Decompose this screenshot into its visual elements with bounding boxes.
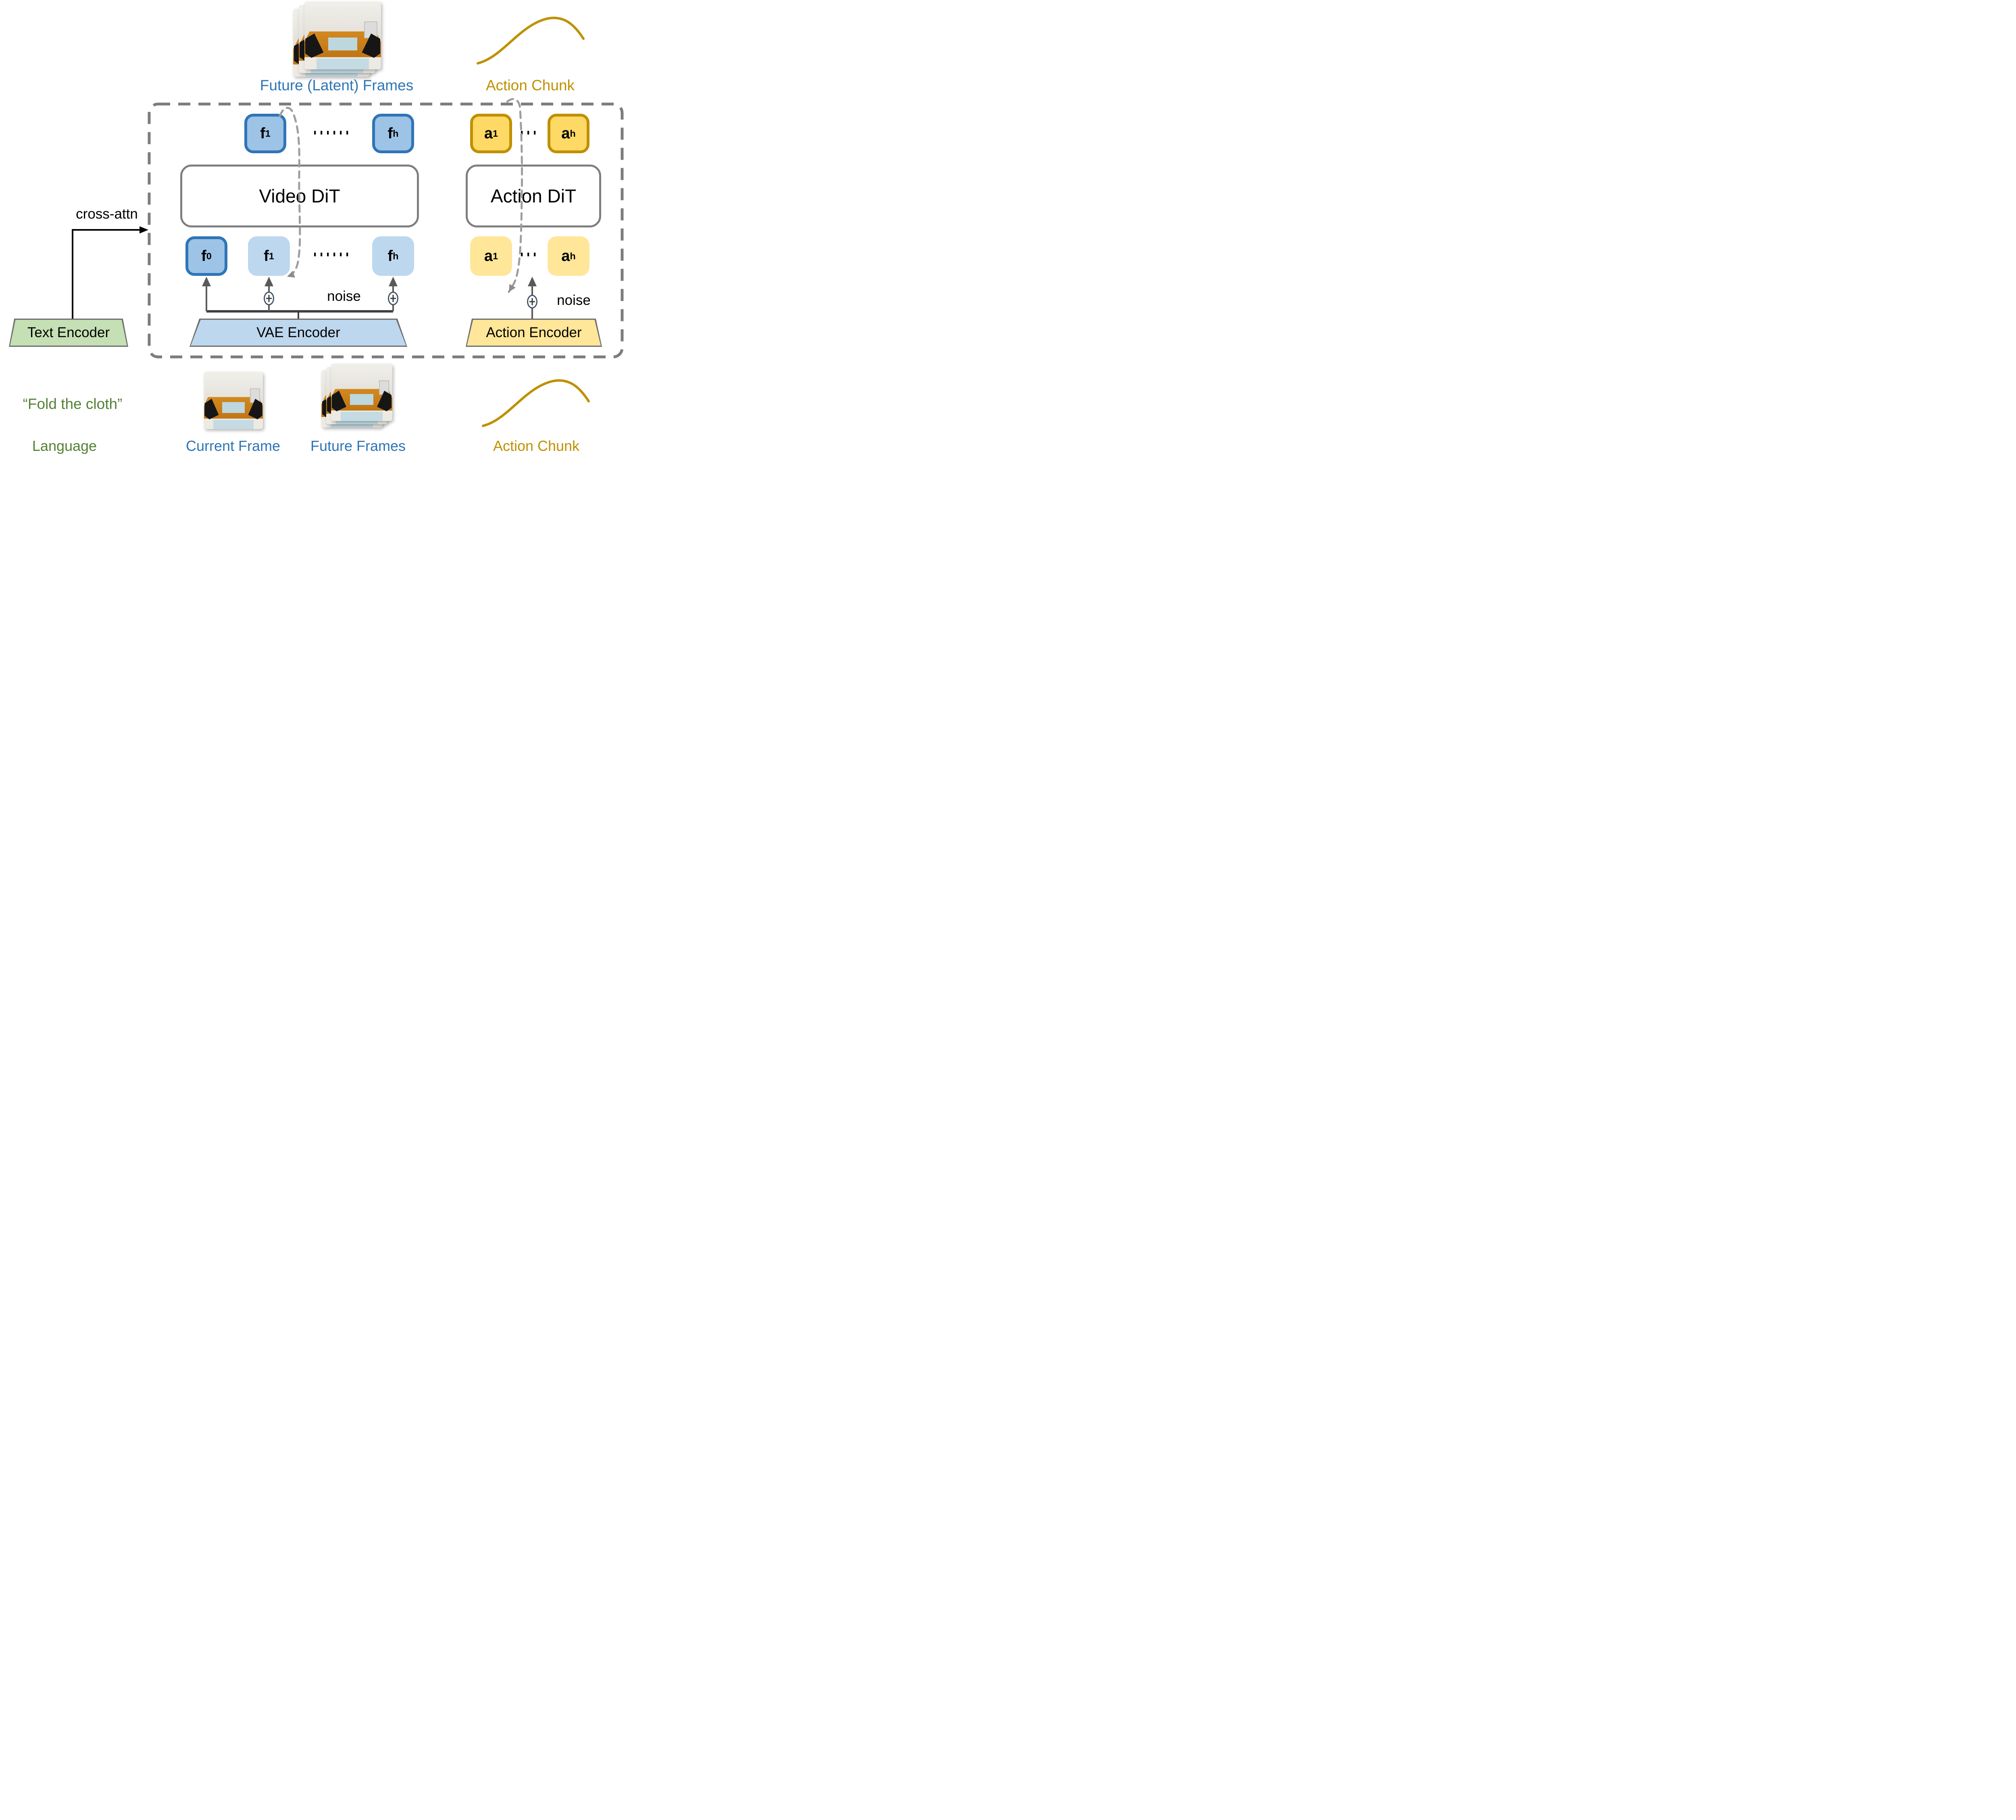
token-label: f [201,247,206,265]
photo-cloth [222,402,245,413]
future-frames-label: Future Frames [310,438,406,454]
token-label: f [264,247,269,265]
action-chunk-label-top: Action Chunk [485,77,575,94]
photo-foreground-cloth [213,420,254,429]
noise-add-icon [264,292,274,305]
photo-cloth [350,394,373,405]
vae-encoder-label: VAE Encoder [256,325,340,340]
video-dit-block: Video DiT [180,165,419,227]
photo-cloth [328,38,358,50]
action-chunk-curve-top [477,17,585,65]
action-encoder-block: Action Encoder [466,319,602,347]
action-dit-label: Action DiT [490,186,577,206]
language-instruction-quote: “Fold the cloth” [23,396,123,412]
noise-label-video: noise [327,288,361,304]
frame-ellipsis-top: ······ [313,120,352,146]
current-frame-image [204,372,263,429]
frame-ellipsis-bottom: ······ [313,242,352,268]
action-chunk-curve-bottom [482,379,590,427]
action-chunk-label-bottom: Action Chunk [493,438,580,454]
token-label: f [387,125,393,142]
cross-attn-label: cross-attn [76,206,138,222]
current-frame-label: Current Frame [185,438,281,454]
action-dit-block: Action DiT [466,165,601,227]
token-label: a [561,125,570,142]
photo-monitor [250,388,260,403]
future-latent-frames-label: Future (Latent) Frames [260,77,414,94]
noise-label-action: noise [557,292,591,308]
noise-add-icon [388,292,398,305]
architecture-diagram: Future (Latent) Frames Action Chunk Vide… [0,0,624,455]
vae-encoder-block: VAE Encoder [190,319,407,347]
video-dit-label: Video DiT [259,186,340,206]
future-latent-frames-image [293,2,382,77]
token-label: f [387,247,393,265]
noise-add-icon [527,295,537,309]
token-label: a [561,247,570,265]
token-label: a [484,125,493,142]
text-encoder-label: Text Encoder [27,325,110,340]
action-encoder-label: Action Encoder [486,325,582,340]
photo-foreground-cloth [341,412,383,421]
cross-attn-arrow [72,226,148,319]
future-frames-image [321,364,393,428]
photo-foreground-cloth [317,58,369,69]
token-label: a [484,247,493,265]
trapezoid-fill [10,320,127,346]
action-ellipsis-bottom: ··· [520,242,539,268]
language-label: Language [32,438,97,454]
text-encoder-block: Text Encoder [9,319,128,347]
action-ellipsis-top: ··· [520,120,539,146]
token-label: f [260,125,265,142]
